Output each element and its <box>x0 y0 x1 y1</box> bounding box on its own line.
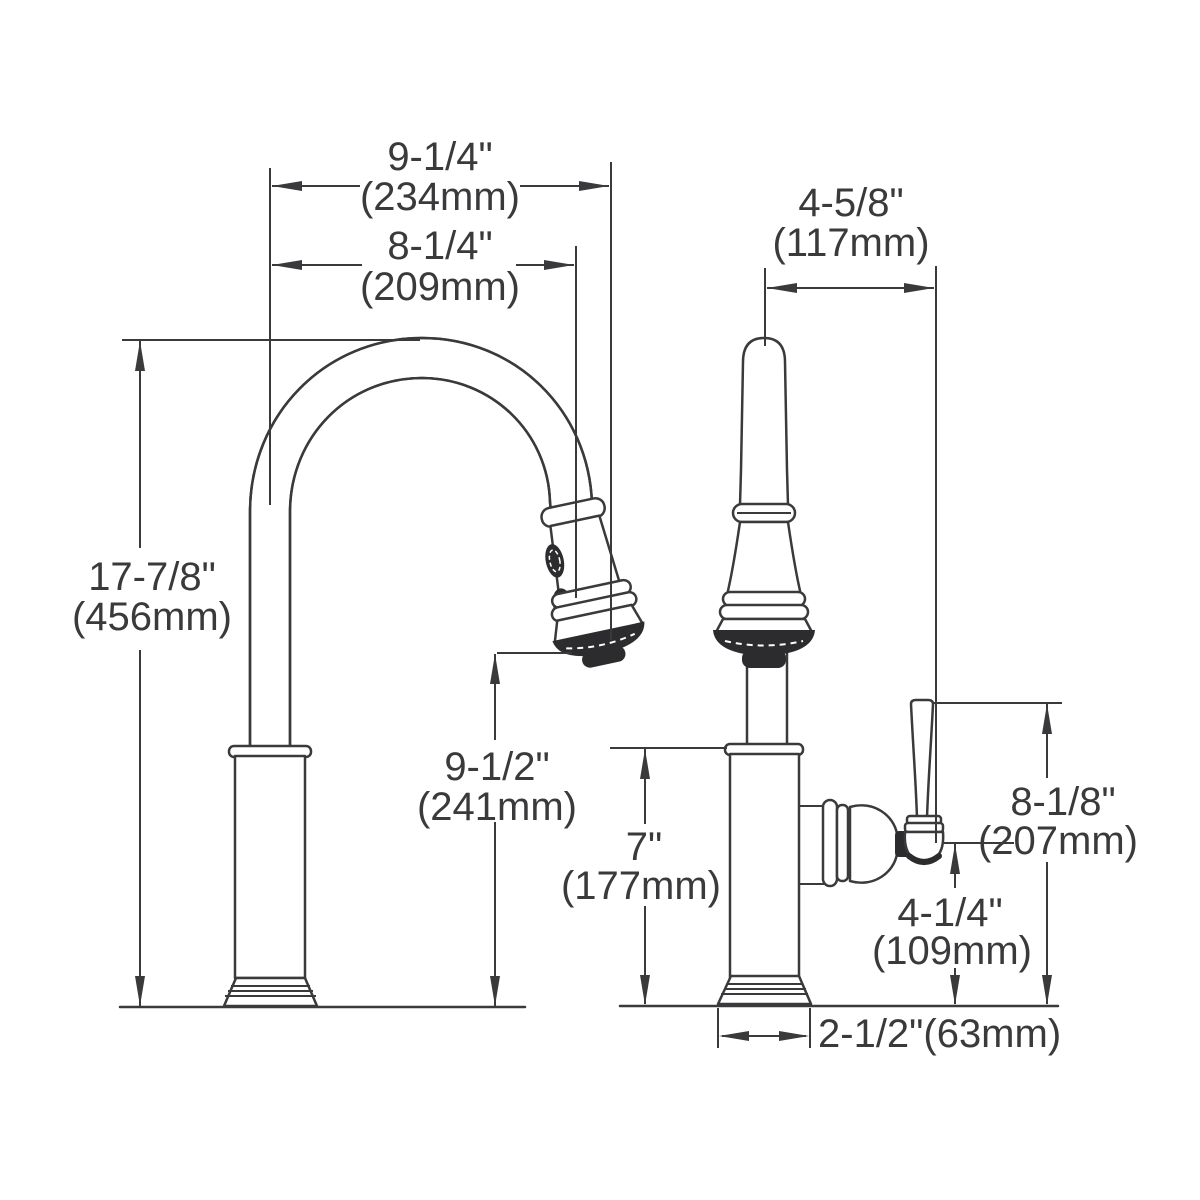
hub-bulb <box>848 804 899 884</box>
handle-height-mm-label: (207mm) <box>978 819 1138 863</box>
dimension-lines <box>122 162 1062 1041</box>
spout-reach-mm-label: (209mm) <box>360 265 520 309</box>
dimension-labels: 9-1/4" (234mm) 8-1/4" (209mm) 4-5/8" (11… <box>72 135 1138 1056</box>
wand-span-in-label: 4-5/8" <box>798 181 903 225</box>
body-height-in-label: 7" <box>626 825 662 869</box>
right-view-faucet <box>713 336 945 1048</box>
lever-cap-band <box>903 821 945 834</box>
handle-lever <box>909 698 935 820</box>
base-diameter-label: 2-1/2"(63mm) <box>818 1012 1061 1056</box>
hub-ring <box>835 803 850 883</box>
wand-span-mm-label: (117mm) <box>772 221 929 265</box>
hub-ring <box>821 798 839 888</box>
handle-pivot-mm-label: (109mm) <box>872 929 1032 973</box>
spray-face-front <box>713 630 815 656</box>
spout-clearance-in-label: 9-1/2" <box>444 745 549 789</box>
spray-nozzle-front <box>742 650 786 668</box>
sprayer-wand-front <box>738 336 790 507</box>
overall-width-in-label: 9-1/4" <box>387 135 492 179</box>
left-body-cylinder <box>233 754 307 980</box>
overall-height-mm-label: (456mm) <box>72 595 232 639</box>
overall-width-mm-label: (234mm) <box>360 175 520 219</box>
body-height-mm-label: (177mm) <box>561 864 721 908</box>
base-extension-lines <box>717 1008 811 1048</box>
spout-outer-curve <box>248 336 595 752</box>
sprayer-head-side <box>540 496 645 668</box>
spout-inner-curve <box>288 376 553 752</box>
right-body-cylinder <box>728 752 801 980</box>
wand-band <box>718 603 810 621</box>
overall-height-in-label: 17-7/8" <box>88 555 216 599</box>
valve-housing-step <box>799 805 824 885</box>
handle-pivot-in-label: 4-1/4" <box>897 891 1002 935</box>
spout-reach-in-label: 8-1/4" <box>387 224 492 268</box>
handle-height-in-label: 8-1/8" <box>1010 780 1115 824</box>
spout-clearance-mm-label: (241mm) <box>417 785 577 829</box>
wand-bell-body <box>725 520 803 597</box>
spray-nozzle <box>582 645 626 668</box>
spout-fill <box>248 336 595 752</box>
